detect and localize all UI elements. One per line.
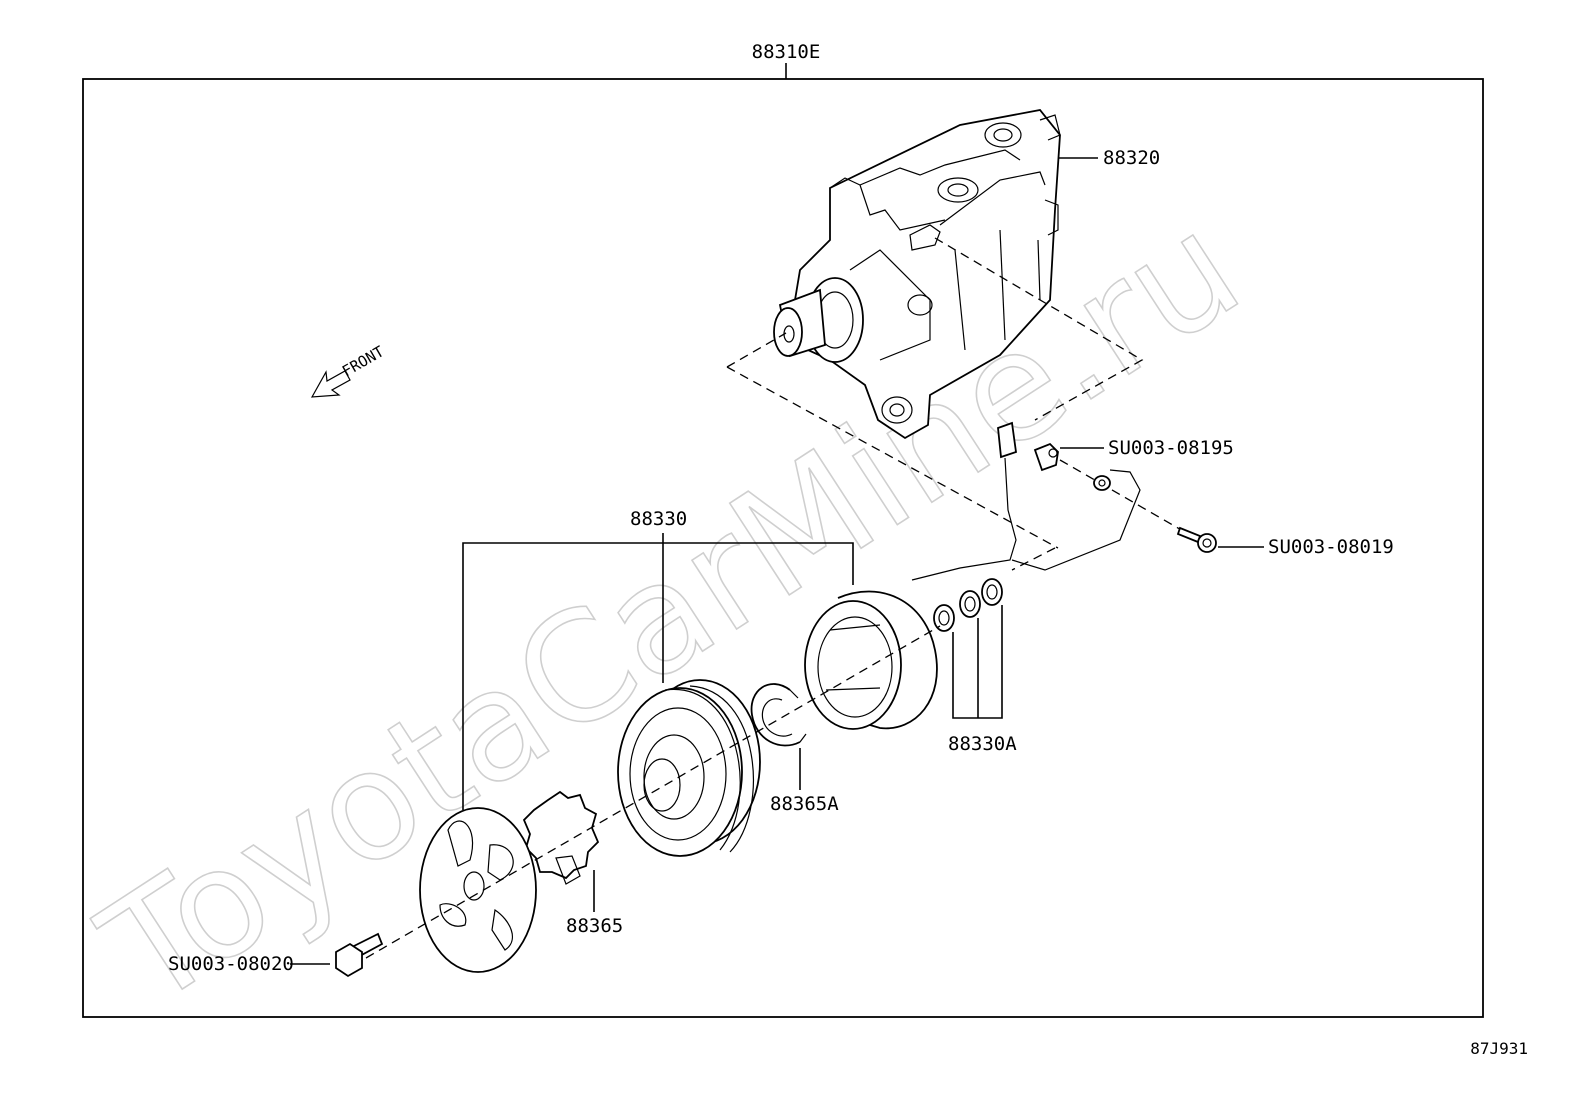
shim-rings [933, 578, 1003, 632]
clip-icon [1033, 442, 1059, 472]
pressure-plate-drawing [419, 807, 537, 973]
label-wire-bolt[interactable]: SU003-08019 [1268, 536, 1394, 558]
label-hub-bolt[interactable]: SU003-08020 [168, 953, 294, 975]
watermark-text: ToyotaCarMine.ru [74, 181, 1269, 1041]
label-clip[interactable]: SU003-08195 [1108, 437, 1234, 459]
figure-code: 87J931 [1470, 1039, 1528, 1058]
label-hub-spacer[interactable]: 88365 [566, 915, 623, 937]
label-snap-ring[interactable]: 88365A [770, 793, 839, 815]
assembly-frame [82, 78, 1484, 1018]
compressor-drawing [773, 109, 1061, 440]
front-arrow-icon [310, 370, 351, 398]
label-assembly[interactable]: 88310E [752, 41, 821, 63]
label-front: FRONT [339, 342, 387, 380]
label-compressor[interactable]: 88320 [1103, 147, 1160, 169]
hub-bolt-icon [335, 932, 384, 978]
label-shim-set[interactable]: 88330A [948, 733, 1017, 755]
ground-terminal-icon [1093, 475, 1111, 491]
field-coil-drawing [804, 590, 938, 730]
label-clutch-assembly[interactable]: 88330 [630, 508, 687, 530]
snap-ring-drawing [750, 683, 807, 747]
wire-bolt-icon [1176, 526, 1217, 553]
connector-icon [911, 421, 1141, 581]
pulley-drawing [617, 679, 761, 857]
